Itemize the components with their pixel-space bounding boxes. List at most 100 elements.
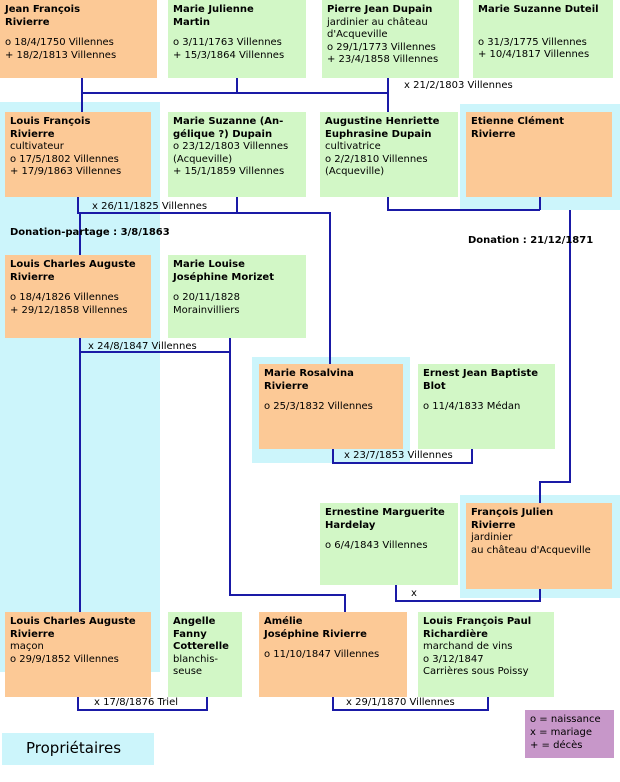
person-marie-julienne-martin[interactable]: Marie Julienne Martin o 3/11/1763 Villen… (168, 0, 306, 78)
person-detail: + 23/4/1858 Villennes (327, 54, 439, 65)
person-name: Marie Julienne (173, 4, 254, 15)
person-detail: o 29/9/1852 Villennes (10, 653, 119, 665)
person-marie-suzanne-duteil[interactable]: Marie Suzanne Duteil o 31/3/1775 Villenn… (473, 0, 613, 78)
person-detail: blanchis- (173, 653, 219, 665)
person-detail: o 11/10/1847 Villennes (264, 649, 380, 660)
person-ernestine-marguerite-hardelay[interactable]: Ernestine Marguerite Hardelay o 6/4/1843… (320, 503, 458, 585)
person-name: Ernest Jean Baptiste (423, 368, 538, 379)
person-amelie-josephine-rivierre[interactable]: Amélie Joséphine Rivierre o 11/10/1847 V… (259, 612, 407, 697)
person-name: Angelle (173, 616, 216, 627)
legend-box: o = naissance x = mariage + = décès (525, 710, 614, 758)
person-name: Marie Suzanne (An- (173, 116, 284, 127)
annotation-donation: Donation : 21/12/1871 (468, 235, 594, 246)
person-detail: + 29/12/1858 Villennes (10, 304, 128, 316)
person-louis-charles-auguste-rivierre-1826[interactable]: Louis Charles Auguste Rivierre o 18/4/18… (5, 255, 151, 338)
legend-naissance: o = naissance (530, 714, 601, 725)
person-detail: seuse (173, 666, 203, 677)
marriage-label-fj: x (411, 588, 417, 599)
person-name: Augustine Henriette (325, 116, 440, 127)
person-angelle-fanny-cotterelle[interactable]: Angelle Fanny Cotterelle blanchis- seuse (168, 612, 242, 697)
person-detail: o 20/11/1828 (173, 292, 240, 303)
person-marie-louise-morizet[interactable]: Marie Louise Joséphine Morizet o 20/11/1… (168, 255, 306, 338)
person-name: Rivierre (10, 271, 55, 283)
person-jean-francois-rivierre[interactable]: Jean François Rivierre o 18/4/1750 Ville… (0, 0, 157, 78)
person-name: Pierre Jean Dupain (327, 4, 433, 15)
person-detail: o 18/4/1826 Villennes (10, 292, 119, 303)
person-detail: jardinier au château (327, 16, 428, 28)
person-detail: cultivatrice (325, 141, 381, 152)
marriage-label-1876: x 17/8/1876 Triel (94, 697, 179, 708)
person-detail: o 17/5/1802 Villennes (10, 153, 119, 165)
person-detail: o 3/12/1847 (423, 653, 484, 665)
legend-mariage: x = mariage (530, 727, 593, 738)
proprietaires-swatch (2, 733, 154, 765)
person-name: François Julien (471, 507, 554, 518)
person-name: Rivierre (5, 16, 50, 28)
person-augustine-dupain[interactable]: Augustine Henriette Euphrasine Dupain cu… (320, 112, 458, 197)
person-detail: jardinier (471, 532, 513, 543)
annotation-donation-partage: Donation-partage : 3/8/1863 (10, 227, 170, 238)
person-detail: + 17/9/1863 Villennes (10, 166, 122, 177)
person-name: Rivierre (471, 128, 516, 140)
person-name: Martin (173, 16, 210, 28)
line-marriage-1876 (77, 697, 208, 711)
person-name: Louis Charles Auguste (10, 616, 136, 627)
person-name: Rivierre (264, 380, 309, 392)
person-detail: + 10/4/1817 Villennes (478, 49, 590, 60)
person-detail: o 25/3/1832 Villennes (264, 401, 373, 412)
person-etienne-clement-rivierre[interactable]: Etienne Clément Rivierre (466, 112, 612, 197)
person-marie-rosalvina-rivierre[interactable]: Marie Rosalvina Rivierre o 25/3/1832 Vil… (259, 364, 403, 449)
marriage-label-1853: x 23/7/1853 Villennes (344, 450, 453, 461)
person-name: Louis Charles Auguste (10, 259, 136, 270)
person-name: Joséphine Morizet (173, 271, 274, 283)
person-detail: Morainvilliers (173, 304, 240, 316)
person-louis-francois-paul-richardiere[interactable]: Louis François Paul Richardière marchand… (418, 612, 554, 697)
person-name: Cotterelle (173, 641, 229, 652)
person-name: Etienne Clément (471, 116, 564, 127)
line-marriage-1825 (77, 197, 331, 364)
person-detail: o 23/12/1803 Villennes (173, 141, 289, 152)
person-detail: o 6/4/1843 Villennes (325, 540, 428, 551)
person-detail: (Acqueville) (325, 166, 385, 177)
person-name: Jean François (5, 4, 81, 15)
line-marriage-1847 (80, 338, 346, 612)
person-louis-francois-rivierre[interactable]: Louis François Rivierre cultivateur o 17… (5, 112, 151, 197)
proprietaires-label: Propriétaires (26, 739, 122, 757)
person-name: Hardelay (325, 519, 376, 531)
person-detail: + 18/2/1813 Villennes (5, 49, 117, 61)
person-detail: o 31/3/1775 Villennes (478, 36, 587, 48)
person-name: Rivierre (471, 519, 516, 531)
marriage-label-1847: x 24/8/1847 Villennes (88, 341, 197, 352)
person-name: Rivierre (10, 128, 55, 140)
marriage-label-1825: x 26/11/1825 Villennes (92, 201, 208, 212)
person-detail: d'Acqueville (327, 29, 388, 40)
person-name: Joséphine Rivierre (264, 628, 367, 640)
line-parents-1803 (81, 78, 389, 112)
person-detail: o 11/4/1833 Médan (423, 401, 521, 412)
legend-deces: + = décès (530, 740, 583, 751)
person-louis-charles-auguste-rivierre-1852[interactable]: Louis Charles Auguste Rivierre maçon o 2… (5, 612, 151, 697)
marriage-label-1870: x 29/1/1870 Villennes (346, 697, 455, 708)
person-name: Marie Suzanne Duteil (478, 4, 599, 15)
person-name: Louis François (10, 116, 91, 127)
person-pierre-jean-dupain[interactable]: Pierre Jean Dupain jardinier au château … (322, 0, 459, 78)
person-name: gélique ?) Dupain (173, 128, 273, 140)
person-name: Rivierre (10, 628, 55, 640)
person-detail: maçon (10, 641, 44, 652)
person-name: Richardière (423, 628, 488, 640)
person-marie-suzanne-dupain[interactable]: Marie Suzanne (An- gélique ?) Dupain o 2… (168, 112, 306, 197)
person-detail: marchand de vins (423, 641, 513, 652)
person-detail: Carrières sous Poissy (423, 666, 529, 677)
person-detail: au château d'Acqueville (471, 544, 591, 556)
line-marriage-1853 (332, 449, 473, 464)
person-detail: o 18/4/1750 Villennes (5, 37, 114, 48)
person-name: Blot (423, 380, 446, 392)
person-detail: + 15/1/1859 Villennes (173, 166, 285, 177)
person-detail: + 15/3/1864 Villennes (173, 49, 285, 61)
person-ernest-jean-baptiste-blot[interactable]: Ernest Jean Baptiste Blot o 11/4/1833 Mé… (418, 364, 555, 449)
person-name: Ernestine Marguerite (325, 507, 445, 518)
person-name: Euphrasine Dupain (325, 128, 432, 140)
line-marriage-fj (395, 585, 541, 602)
person-francois-julien-rivierre[interactable]: François Julien Rivierre jardinier au ch… (466, 503, 612, 589)
